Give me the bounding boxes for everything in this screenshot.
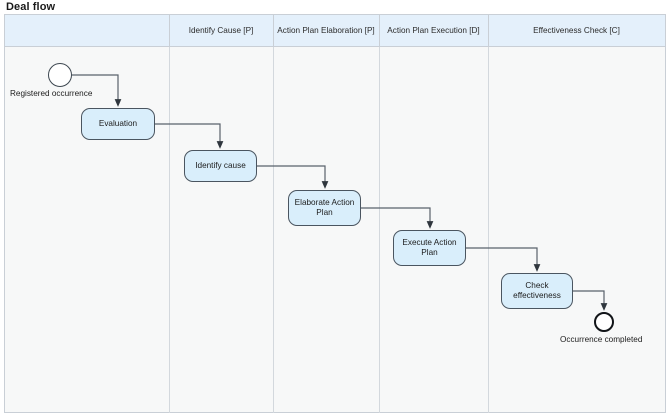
task-label-elaborate-action-plan: Elaborate Action Plan xyxy=(294,197,355,217)
lane-divider-head-4 xyxy=(488,15,489,47)
lane-header-action-plan-elaboration[interactable]: Action Plan Elaboration [P] xyxy=(273,15,379,46)
task-check-effectiveness[interactable]: Check effectiveness xyxy=(501,273,573,309)
task-label-identify-cause: Identify cause xyxy=(195,160,246,170)
lane-header-label-2: Action Plan Elaboration [P] xyxy=(277,25,375,35)
task-label-evaluation: Evaluation xyxy=(98,118,138,128)
lane-column-identify-cause xyxy=(169,47,273,413)
end-event-label: Occurrence completed xyxy=(560,335,643,344)
start-event[interactable] xyxy=(48,63,72,87)
page-title: Deal flow xyxy=(6,1,56,13)
lane-header-0[interactable] xyxy=(5,15,169,46)
lane-header-label-4: Effectiveness Check [C] xyxy=(533,25,620,35)
task-label-execute-action-plan: Execute Action Plan xyxy=(402,237,457,257)
task-label-check-effectiveness: Check effectiveness xyxy=(513,280,561,300)
task-elaborate-action-plan[interactable]: Elaborate Action Plan xyxy=(288,190,361,226)
lane-divider-head-2 xyxy=(273,15,274,47)
lane-column-action-plan-elaboration xyxy=(273,47,379,413)
lane-divider-head-3 xyxy=(379,15,380,47)
lane-header-label-3: Action Plan Execution [D] xyxy=(387,25,480,35)
lane-header-label-1: Identify Cause [P] xyxy=(188,25,254,35)
lane-header-band xyxy=(5,15,665,47)
task-identify-cause[interactable]: Identify cause xyxy=(184,150,257,182)
task-evaluation[interactable]: Evaluation xyxy=(81,108,155,140)
lane-divider-head-1 xyxy=(169,15,170,47)
lane-column-action-plan-execution xyxy=(379,47,488,413)
task-execute-action-plan[interactable]: Execute Action Plan xyxy=(393,230,466,266)
lane-column-effectiveness-check xyxy=(488,47,665,413)
lane-header-effectiveness-check[interactable]: Effectiveness Check [C] xyxy=(488,15,665,46)
lane-header-action-plan-execution[interactable]: Action Plan Execution [D] xyxy=(379,15,488,46)
lane-header-identify-cause[interactable]: Identify Cause [P] xyxy=(169,15,273,46)
end-event[interactable] xyxy=(594,312,614,332)
start-event-label: Registered occurrence xyxy=(10,89,93,98)
